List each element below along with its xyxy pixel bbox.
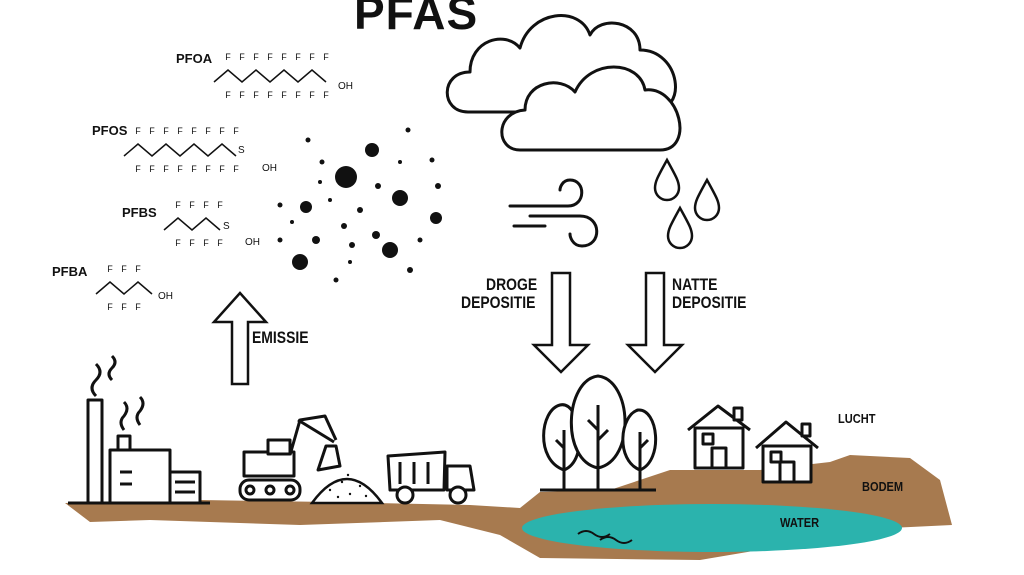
fluorine-atom-pfoa-top: F [239, 52, 245, 62]
fluorine-atom-pfoa-bottom: F [323, 90, 329, 100]
label-soil: BODEM [862, 479, 904, 494]
fluorine-atom-pfbs-top: F [203, 200, 209, 210]
atom-s-pfbs: S [223, 221, 230, 232]
label-dry-deposition-line2: DEPOSITIE [461, 293, 536, 312]
fluorine-atom-pfbs-top: F [189, 200, 195, 210]
fluorine-atom-pfba-top: F [107, 264, 113, 274]
fluorine-atom-pfos-top: F [135, 126, 141, 136]
emission-arrow [211, 291, 269, 386]
fluorine-atom-pfos-top: F [191, 126, 197, 136]
fluorine-atom-pfos-bottom: F [135, 164, 141, 174]
rain-drops-icon [653, 157, 721, 250]
water-pond [522, 504, 902, 552]
fluorine-atom-pfbs-top: F [217, 200, 223, 210]
fluorine-atom-pfbs-bottom: F [217, 238, 223, 248]
fluorine-atom-pfos-bottom: F [205, 164, 211, 174]
atom-oh-pfbs: OH [245, 237, 260, 248]
fluorine-atom-pfoa-bottom: F [239, 90, 245, 100]
fluorine-atom-pfoa-top: F [281, 52, 287, 62]
atom-oh-pfba: OH [158, 291, 173, 302]
fluorine-atom-pfoa-top: F [295, 52, 301, 62]
fluorine-atom-pfoa-bottom: F [253, 90, 259, 100]
dump-truck-icon [386, 450, 476, 505]
molecule-pfos [123, 143, 237, 157]
label-wet-deposition-line2: DEPOSITIE [672, 293, 747, 312]
fluorine-atom-pfbs-bottom: F [203, 238, 209, 248]
fluorine-atom-pfos-bottom: F [191, 164, 197, 174]
houses-icon [687, 404, 819, 484]
label-pfoa: PFOA [176, 51, 213, 66]
label-water: WATER [780, 515, 820, 530]
label-pfbs: PFBS [122, 205, 157, 220]
wind-icon [508, 178, 599, 248]
fluorine-atom-pfoa-bottom: F [267, 90, 273, 100]
fluorine-atom-pfos-bottom: F [149, 164, 155, 174]
trees-icon [540, 374, 657, 492]
water-ripple [577, 530, 633, 544]
fluorine-atom-pfba-bottom: F [121, 302, 127, 312]
particles-icon [277, 127, 442, 283]
excavator-icon [238, 414, 342, 502]
fluorine-atom-pfos-top: F [149, 126, 155, 136]
fluorine-atom-pfoa-top: F [309, 52, 315, 62]
label-pfba: PFBA [52, 264, 88, 279]
fluorine-atom-pfos-top: F [163, 126, 169, 136]
fluorine-atom-pfos-top: F [177, 126, 183, 136]
fluorine-atom-pfos-bottom: F [233, 164, 239, 174]
fluorine-atom-pfoa-top: F [225, 52, 231, 62]
cloud-icon [445, 14, 682, 152]
fluorine-atom-pfoa-bottom: F [225, 90, 231, 100]
sand-pile-icon [309, 477, 385, 505]
label-pfos: PFOS [92, 123, 128, 138]
fluorine-atom-pfba-bottom: F [135, 302, 141, 312]
dry-deposition-arrow [530, 271, 592, 374]
molecule-pfba [95, 281, 153, 295]
molecule-pfbs [163, 217, 221, 231]
fluorine-atom-pfba-top: F [135, 264, 141, 274]
fluorine-atom-pfoa-bottom: F [281, 90, 287, 100]
diagram-title: PFAS [354, 0, 479, 39]
fluorine-atom-pfoa-top: F [323, 52, 329, 62]
fluorine-atom-pfbs-top: F [175, 200, 181, 210]
label-wet-deposition-line1: NATTE [672, 275, 718, 294]
fluorine-atom-pfos-bottom: F [219, 164, 225, 174]
fluorine-atom-pfbs-bottom: F [189, 238, 195, 248]
fluorine-atom-pfoa-top: F [253, 52, 259, 62]
sand-grains [328, 473, 368, 499]
fluorine-atom-pfos-top: F [205, 126, 211, 136]
fluorine-atom-pfoa-bottom: F [309, 90, 315, 100]
label-dry-deposition-line1: DROGE [486, 275, 538, 294]
atom-oh-pfoa: OH [338, 81, 353, 92]
fluorine-atom-pfos-top: F [219, 126, 225, 136]
wet-deposition-arrow [624, 271, 686, 374]
atom-oh-pfos: OH [262, 163, 277, 174]
label-air: LUCHT [838, 411, 876, 426]
fluorine-atom-pfos-bottom: F [177, 164, 183, 174]
label-emission: EMISSIE [252, 328, 309, 347]
fluorine-atom-pfos-bottom: F [163, 164, 169, 174]
atom-s-pfos: S [238, 145, 245, 156]
fluorine-atom-pfba-top: F [121, 264, 127, 274]
fluorine-atom-pfba-bottom: F [107, 302, 113, 312]
fluorine-atom-pfoa-bottom: F [295, 90, 301, 100]
molecule-pfoa [213, 69, 327, 83]
fluorine-atom-pfbs-bottom: F [175, 238, 181, 248]
factory-icon [68, 354, 210, 505]
fluorine-atom-pfoa-top: F [267, 52, 273, 62]
fluorine-atom-pfos-top: F [233, 126, 239, 136]
